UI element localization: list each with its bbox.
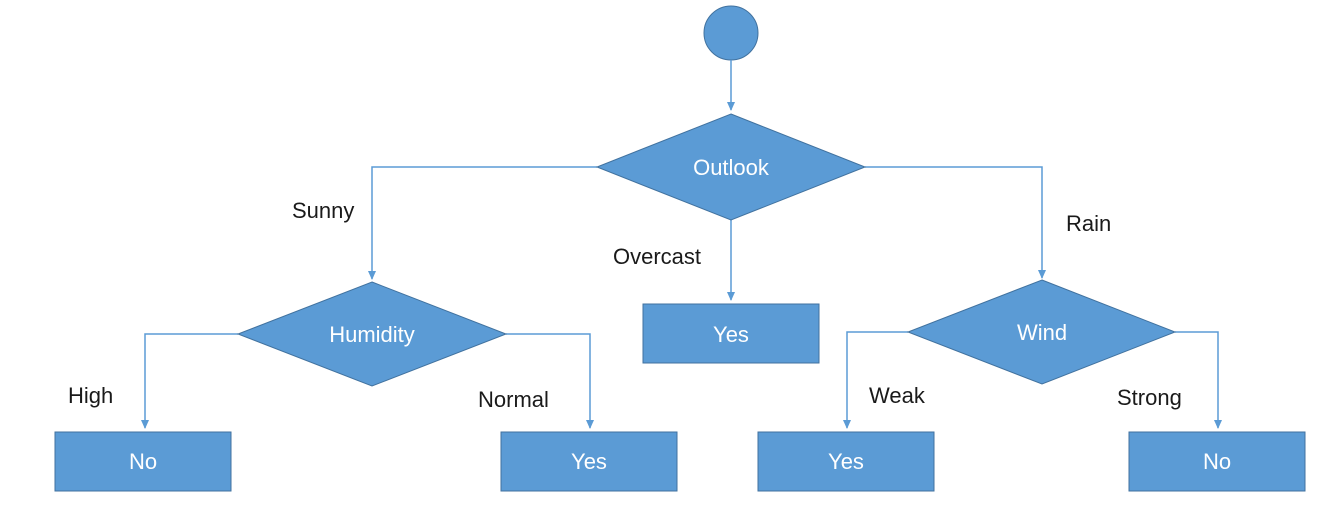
start-node (703, 5, 759, 61)
edge-outlook-humidity (368, 166, 597, 280)
high-no-label: No (129, 449, 157, 474)
edge-humidity-no (141, 333, 238, 429)
high-no-box (54, 431, 232, 492)
normal-yes-label: Yes (571, 449, 607, 474)
edge-label-weak: Weak (869, 383, 926, 408)
edge-humidity-yes (506, 333, 594, 429)
weak-yes-label: Yes (828, 449, 864, 474)
strong-no-box (1128, 431, 1306, 492)
leaf-strong-no: No (1128, 431, 1306, 492)
edge-wind-yes (843, 331, 908, 429)
outlook-label: Outlook (693, 155, 770, 180)
edge-outlook-wind (865, 166, 1046, 279)
decision-humidity: Humidity (236, 281, 508, 387)
edge-label-strong: Strong (1117, 385, 1182, 410)
connectors (141, 60, 1222, 429)
leaf-overcast-yes: Yes (642, 303, 820, 364)
leaf-weak-yes: Yes (757, 431, 935, 492)
edge-label-rain: Rain (1066, 211, 1111, 236)
edge-label-normal: Normal (478, 387, 549, 412)
overcast-yes-label: Yes (713, 322, 749, 347)
humidity-diamond (236, 281, 508, 387)
normal-yes-box (500, 431, 678, 492)
leaf-normal-yes: Yes (500, 431, 678, 492)
decision-outlook: Outlook (595, 113, 867, 221)
wind-diamond (906, 279, 1177, 385)
decision-wind: Wind (906, 279, 1177, 385)
overcast-yes-box (642, 303, 820, 364)
edge-wind-no (1175, 331, 1222, 429)
edge-label-overcast: Overcast (613, 244, 701, 269)
humidity-label: Humidity (329, 322, 415, 347)
wind-label: Wind (1017, 320, 1067, 345)
strong-no-label: No (1203, 449, 1231, 474)
weak-yes-box (757, 431, 935, 492)
edge-label-sunny: Sunny (292, 198, 354, 223)
outlook-diamond (595, 113, 867, 221)
leaf-high-no: No (54, 431, 232, 492)
edge-label-high: High (68, 383, 113, 408)
